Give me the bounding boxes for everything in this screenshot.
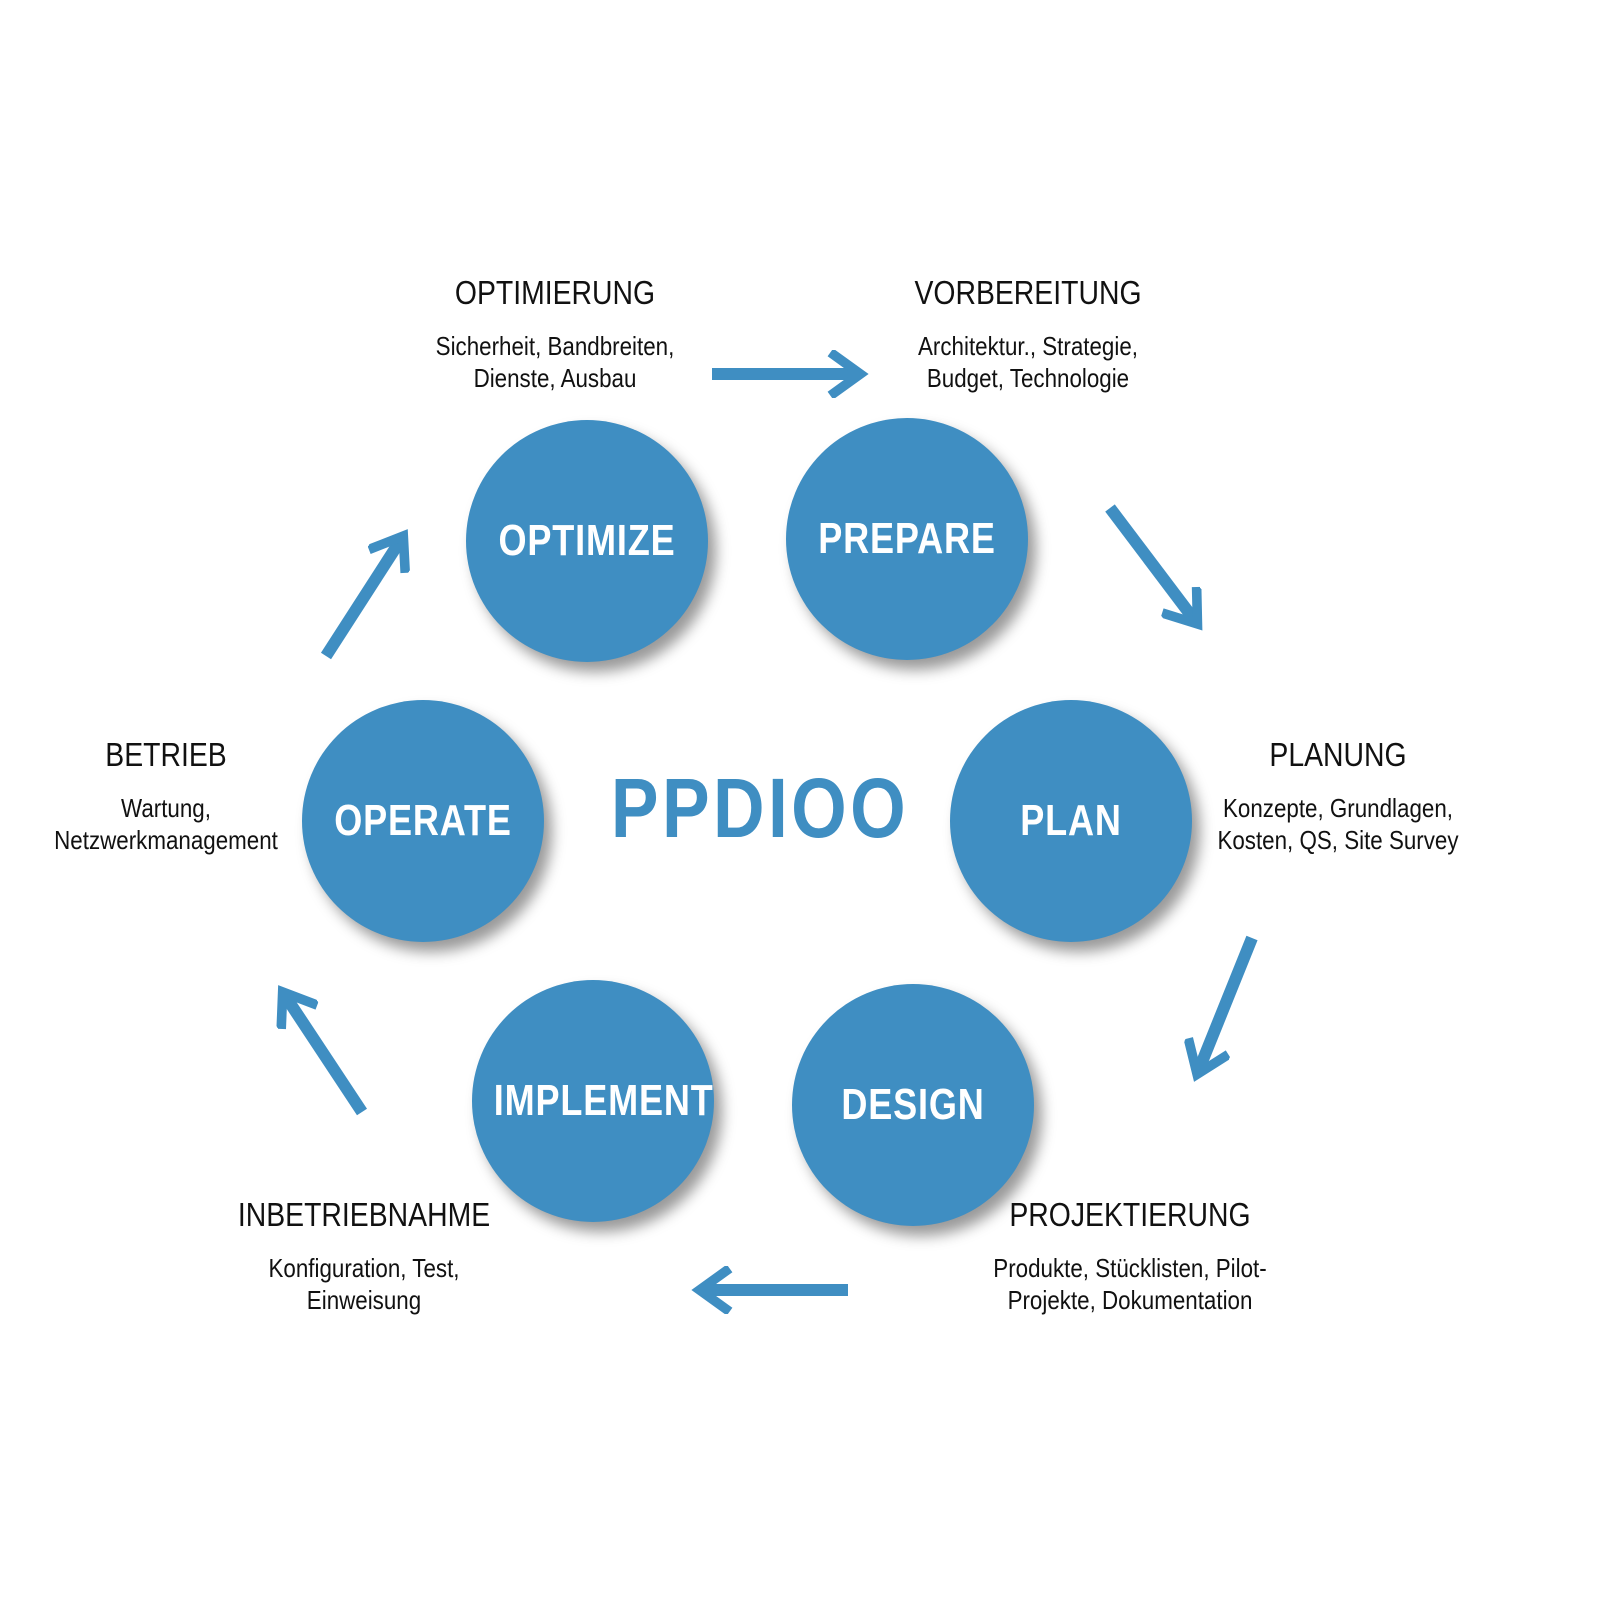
phase-desc-design-line1: Produkte, Stücklisten, Pilot- bbox=[993, 1253, 1267, 1283]
phase-desc-operate-line2: Netzwerkmanagement bbox=[54, 825, 278, 855]
circle-plan-label: PLAN bbox=[1020, 796, 1122, 845]
circle-optimize: OPTIMIZE bbox=[466, 420, 708, 662]
circle-design-label: DESIGN bbox=[841, 1080, 985, 1129]
phase-desc-implement-line2: Einweisung bbox=[306, 1285, 422, 1315]
circle-prepare-label: PREPARE bbox=[818, 514, 996, 563]
phase-text-plan: PLANUNG Konzepte, Grundlagen, Kosten, QS… bbox=[1178, 736, 1498, 856]
phase-title-operate: BETRIEB bbox=[105, 736, 227, 773]
circle-plan: PLAN bbox=[950, 700, 1192, 942]
circle-operate: OPERATE bbox=[302, 700, 544, 942]
phase-title-prepare: VORBEREITUNG bbox=[914, 274, 1142, 311]
phase-desc-optimize-line1: Sicherheit, Bandbreiten, bbox=[435, 331, 675, 361]
phase-desc-implement-line1: Konfiguration, Test, bbox=[268, 1253, 460, 1283]
diagram-title: PPDIOO bbox=[610, 761, 910, 855]
phase-desc-operate-line1: Wartung, bbox=[121, 793, 211, 823]
phase-desc-plan-line2: Kosten, QS, Site Survey bbox=[1217, 825, 1459, 855]
circle-optimize-label: OPTIMIZE bbox=[498, 516, 676, 565]
phase-desc-prepare-line2: Budget, Technologie bbox=[926, 363, 1130, 393]
phase-desc-plan-line1: Konzepte, Grundlagen, bbox=[1223, 793, 1453, 823]
circle-implement: IMPLEMENT bbox=[472, 980, 714, 1222]
arrow-prepare-to-plan bbox=[1105, 504, 1196, 622]
phase-title-optimize: OPTIMIERUNG bbox=[454, 274, 656, 311]
arrow-implement-to-operate bbox=[284, 994, 368, 1116]
phase-desc-prepare-line1: Architektur., Strategie, bbox=[918, 331, 1138, 361]
circle-implement-label: IMPLEMENT bbox=[493, 1076, 714, 1125]
phase-text-implement: INBETRIEBNAHME Konfiguration, Test, Einw… bbox=[204, 1196, 524, 1316]
phase-title-design: PROJEKTIERUNG bbox=[1009, 1196, 1251, 1233]
phase-title-plan: PLANUNG bbox=[1269, 736, 1407, 773]
phase-text-prepare: VORBEREITUNG Architektur., Strategie, Bu… bbox=[868, 274, 1188, 394]
circle-design: DESIGN bbox=[792, 984, 1034, 1226]
circle-prepare: PREPARE bbox=[786, 418, 1028, 660]
phase-desc-design-line2: Projekte, Dokumentation bbox=[1007, 1285, 1253, 1315]
phase-text-operate: BETRIEB Wartung, Netzwerkmanagement bbox=[6, 736, 326, 856]
phase-title-implement: INBETRIEBNAHME bbox=[237, 1196, 491, 1233]
phase-text-design: PROJEKTIERUNG Produkte, Stücklisten, Pil… bbox=[970, 1196, 1290, 1316]
phase-text-optimize: OPTIMIERUNG Sicherheit, Bandbreiten, Die… bbox=[395, 274, 715, 394]
arrow-operate-to-optimize bbox=[320, 538, 402, 660]
phase-desc-optimize-line2: Dienste, Ausbau bbox=[473, 363, 637, 393]
arrow-plan-to-design bbox=[1198, 935, 1258, 1072]
circle-operate-label: OPERATE bbox=[334, 796, 512, 845]
